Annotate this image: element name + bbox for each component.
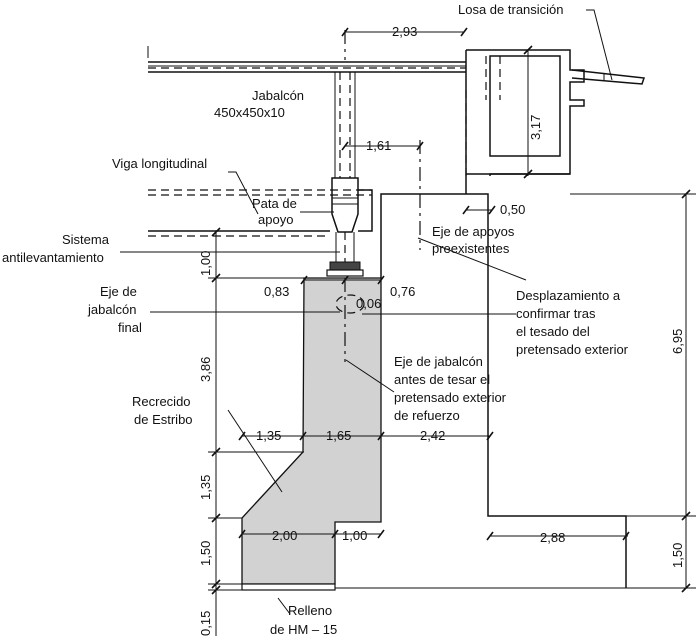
displacement-circle: [335, 294, 365, 314]
label-desplazamiento-3: el tesado del: [516, 324, 590, 339]
label-eje-antes-3: pretensado exterior: [394, 390, 507, 405]
pata-de-apoyo: [331, 177, 359, 233]
label-jabalcon-1: Jabalcón: [252, 88, 304, 103]
leader-eje-antes: [345, 359, 395, 393]
leader-recrecido: [227, 409, 283, 493]
dim-100-horizontal: 1,00: [342, 528, 367, 543]
dim-076: 0,76: [390, 284, 415, 299]
label-relleno-1: Relleno: [288, 603, 332, 618]
beam-end: [358, 189, 373, 232]
anti-uplift-rods: [335, 232, 355, 262]
bearing-plate: [326, 269, 364, 277]
dim-050: 0,50: [500, 202, 525, 217]
label-desplazamiento-2: confirmar tras: [516, 306, 596, 321]
label-jabalcon-2: 450x450x10: [214, 105, 285, 120]
label-sistema-2: antilevantamiento: [2, 250, 104, 265]
leader-relleno: [277, 597, 291, 615]
dim-200: 2,00: [272, 528, 297, 543]
losa-transicion-slab: [571, 69, 646, 85]
label-desplazamiento-1: Desplazamiento a: [516, 288, 621, 303]
dim-135-vertical: 1,35: [198, 475, 213, 500]
label-eje-antes-4: de refuerzo: [394, 408, 460, 423]
dim-242: 2,42: [420, 428, 445, 443]
dim-317: 3,17: [528, 115, 543, 140]
label-losa-transicion: Losa de transición: [458, 2, 564, 17]
dim-161: 1,61: [366, 138, 391, 153]
label-eje-antes-1: Eje de jabalcón: [394, 354, 483, 369]
leader-losa: [586, 9, 613, 81]
dim-083: 0,83: [264, 284, 289, 299]
ext-right: [570, 193, 696, 589]
dim-100-vertical: 1,00: [198, 251, 213, 276]
label-eje-final-3: final: [118, 320, 142, 335]
label-eje-apoyos-1: Eje de apoyos: [432, 224, 515, 239]
dim-165: 1,65: [326, 428, 351, 443]
label-recrecido-1: Recrecido: [132, 394, 191, 409]
label-sistema-1: Sistema: [62, 232, 110, 247]
label-pata-2: apoyo: [258, 212, 293, 227]
relleno-strip: [241, 583, 336, 591]
label-viga: Viga longitudinal: [112, 156, 207, 171]
label-eje-final-1: Eje de: [100, 284, 137, 299]
dim-288: 2,88: [540, 530, 565, 545]
leader-eje-apoyos: [417, 237, 527, 281]
dim-150-right: 1,50: [670, 543, 685, 568]
label-desplazamiento-4: pretensado exterior: [516, 342, 629, 357]
leader-viga: [228, 171, 259, 215]
dim-695: 6,95: [670, 329, 685, 354]
label-pata-1: Pata de: [252, 196, 297, 211]
dim-015: 0,15: [198, 611, 213, 636]
label-eje-antes-2: antes de tesar el: [394, 372, 490, 387]
existing-abutment-outline: [380, 193, 627, 588]
deck-end-void: [489, 55, 561, 157]
dim-293: 2,93: [392, 24, 417, 39]
dim-135-horizontal: 1,35: [256, 428, 281, 443]
pata-lines: [332, 197, 358, 205]
anti-uplift-plate: [329, 261, 361, 271]
deck-end-block: [465, 49, 585, 194]
dim-006: 0,06: [356, 296, 381, 311]
label-eje-apoyos-2: preexistentes: [432, 241, 510, 256]
dim-150-vertical: 1,50: [198, 541, 213, 566]
label-recrecido-2: de Estribo: [134, 412, 193, 427]
label-eje-final-2: jabalcón: [87, 302, 136, 317]
dim-386: 3,86: [198, 357, 213, 382]
label-relleno-2: de HM – 15: [270, 622, 337, 637]
